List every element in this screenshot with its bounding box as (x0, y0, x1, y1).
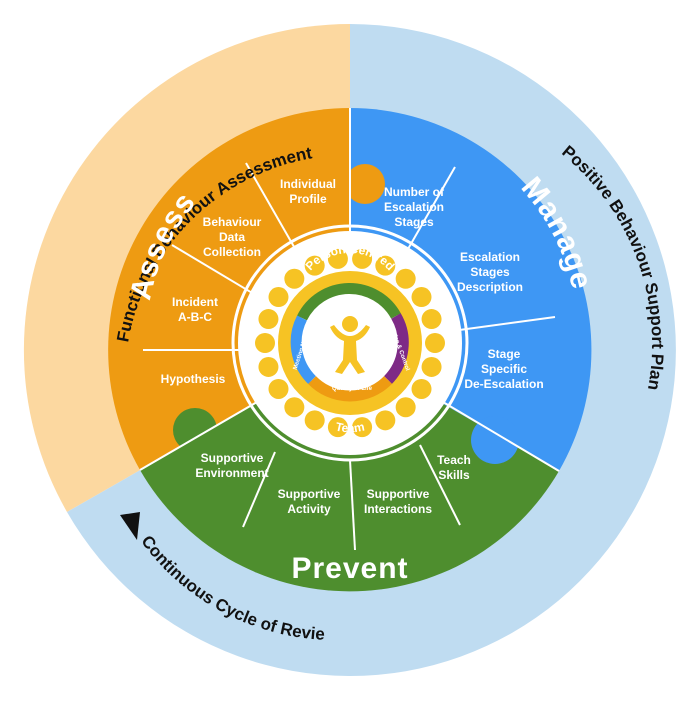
review-cycle-arrow-icon (120, 512, 140, 540)
meeting-needs-band (290, 315, 317, 384)
dot (411, 378, 432, 399)
dot (255, 333, 275, 353)
dot (327, 248, 348, 269)
choice-control-band (383, 313, 409, 384)
rights-respect-label: Rights & Respect (324, 309, 374, 315)
prevent-title: Prevent (291, 552, 408, 585)
middle-ring-inner-edge (231, 224, 469, 462)
rights-respect-band (297, 282, 401, 321)
dot (268, 378, 289, 399)
dot (268, 287, 289, 308)
dot (284, 397, 305, 418)
quality-of-life-label: Quality of Life (332, 386, 373, 392)
person-icon (330, 316, 370, 374)
dot (258, 309, 279, 330)
assess-item-hypothesis: Hypothesis (161, 372, 226, 386)
dot (375, 255, 396, 276)
prevent-wedge (140, 350, 559, 592)
quality-of-life-band (308, 376, 392, 402)
dot (411, 287, 432, 308)
dot (284, 268, 305, 289)
dot (425, 333, 445, 353)
assess-puzzle-knob (345, 164, 385, 204)
prevent-puzzle-knob (173, 408, 217, 452)
dot (421, 356, 442, 377)
dot (395, 268, 416, 289)
dot (258, 356, 279, 377)
manage-puzzle-knob (471, 416, 519, 464)
segment-dividers (139, 108, 560, 551)
dot (352, 248, 373, 269)
dot (304, 410, 325, 431)
person-centred-dot-ring (255, 248, 445, 438)
dot (304, 255, 325, 276)
dot (421, 309, 442, 330)
dot (327, 417, 348, 438)
team-label: Team (334, 419, 365, 435)
dot (395, 397, 416, 418)
dot (352, 417, 373, 438)
dot (375, 410, 396, 431)
